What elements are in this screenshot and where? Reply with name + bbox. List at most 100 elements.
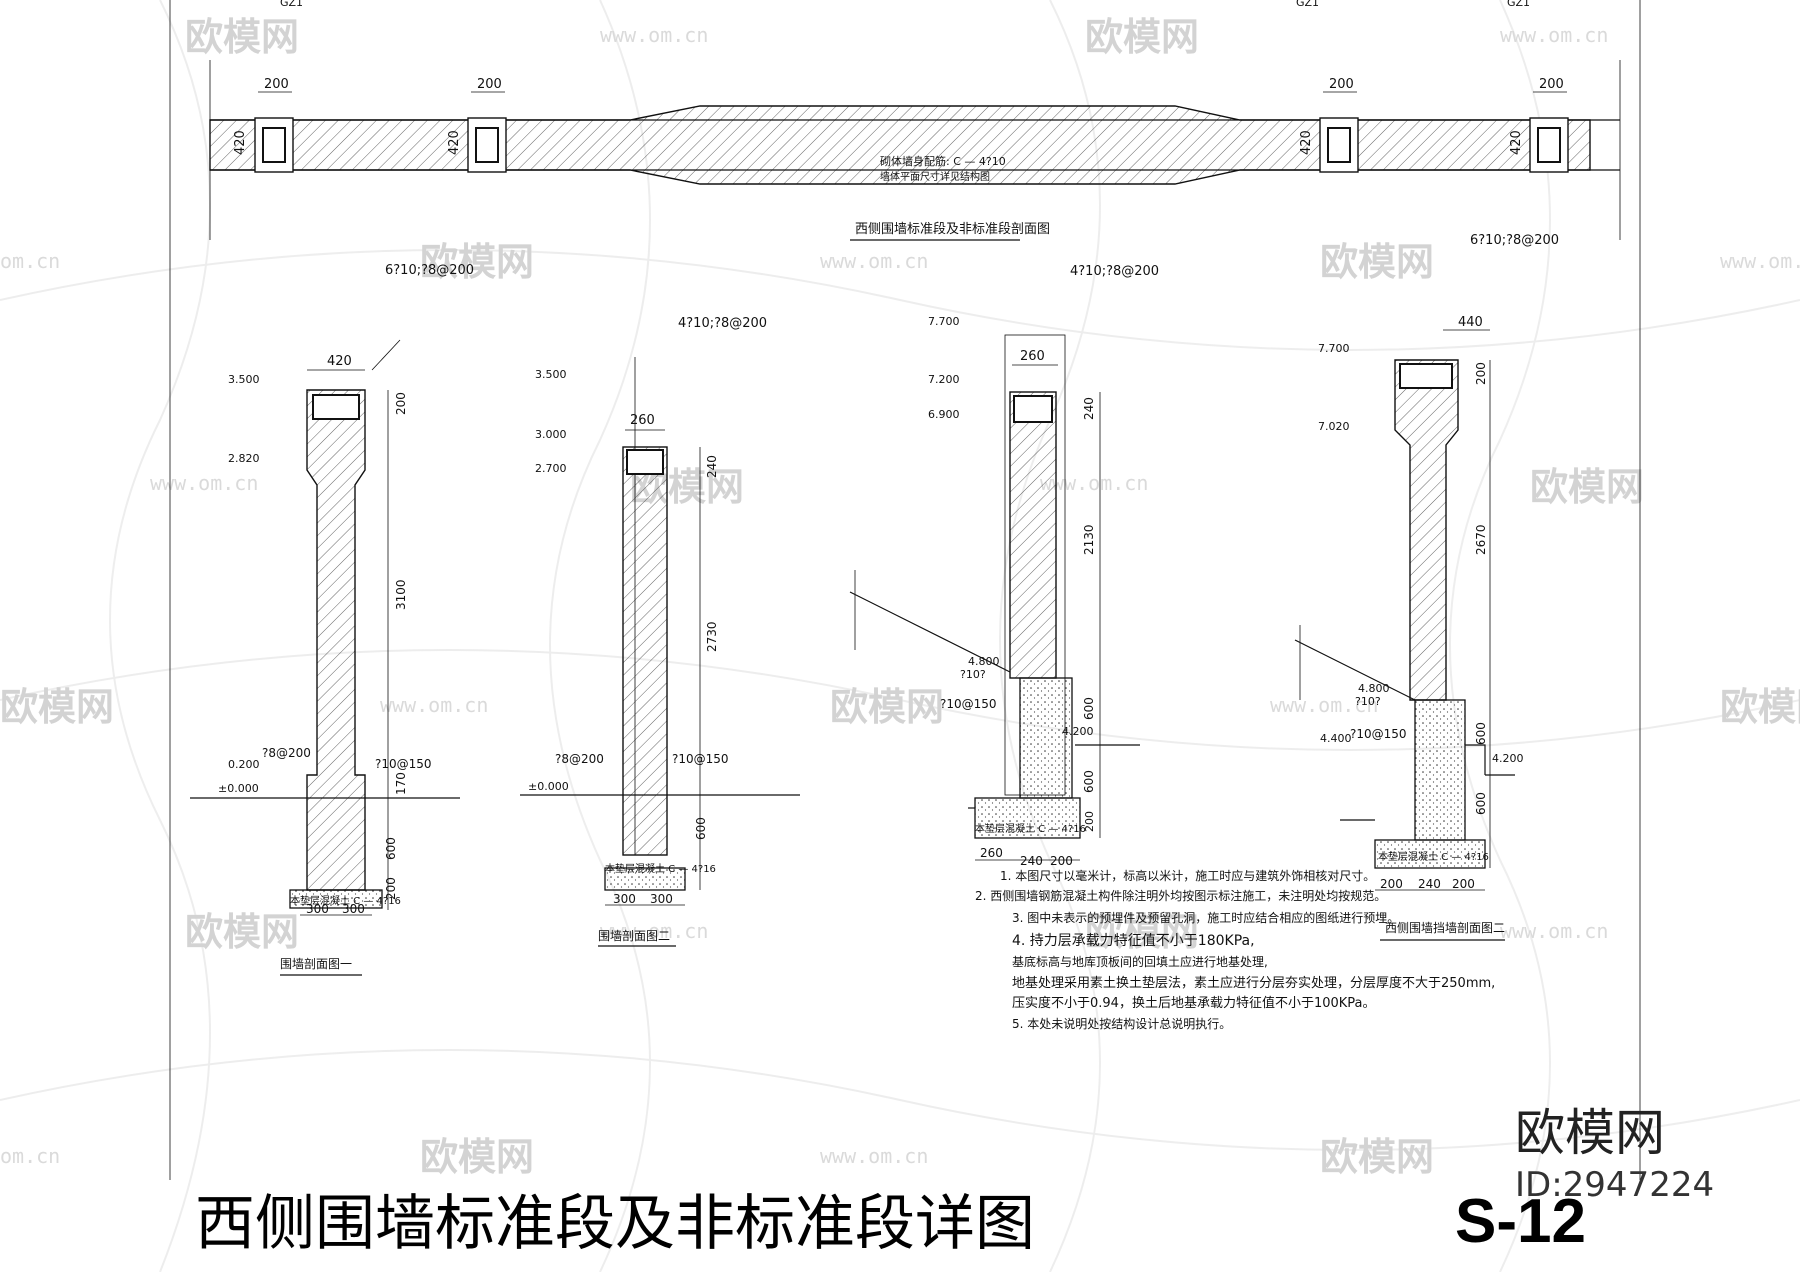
footing [1374, 839, 1486, 869]
note-line: 1. 本图尺寸以毫米计，标高以米计，施工时应与建筑外饰相核对尺寸。 [1000, 868, 1375, 883]
watermark-url: om.cn [0, 249, 60, 273]
watermark-url: www.om.cn [600, 23, 708, 47]
watermark-text: 欧模网 [1320, 240, 1434, 284]
rebar-label: ?10@150 [672, 752, 729, 766]
dim-label: 420 [327, 354, 352, 369]
rebar-label: 4?10;?8@200 [1070, 264, 1159, 279]
note-line: 5. 本处未说明处按结构设计总说明执行。 [1012, 1016, 1231, 1031]
watermark-text: 欧模网 [185, 910, 299, 954]
elevation-label: 2.820 [228, 452, 260, 465]
notes-block: 1. 本图尺寸以毫米计，标高以米计，施工时应与建筑外饰相核对尺寸。 2. 西侧围… [975, 868, 1495, 1031]
dim-label: 260 [1020, 349, 1045, 364]
section-caption: 围墙剖面图一 [280, 957, 352, 971]
footing-label: 本垫层混凝土 C — 4?16 [975, 822, 1086, 835]
dim-label: 200 [1539, 77, 1564, 92]
rebar-label: 6?10;?8@200 [1470, 233, 1559, 248]
watermark-text: 欧模网 [830, 685, 944, 729]
watermark-text: 欧模网 [1085, 910, 1199, 954]
elevation-label: 4.800 [968, 655, 1000, 668]
rebar-label: ?10? [960, 668, 986, 681]
elevation-label: 3.500 [535, 368, 567, 381]
watermark-text: 欧模网 [185, 15, 299, 59]
plan-note: 砌体墙身配筋: C — 4?10 [880, 154, 1006, 168]
dim-label: 240 [1418, 877, 1441, 891]
dim-label: 200 [394, 392, 408, 415]
section-caption: 围墙剖面图二 [598, 929, 670, 943]
dim-label: 200 [477, 77, 502, 92]
sheet-number: S-12 [1455, 1187, 1586, 1256]
elevation-label: ±0.000 [528, 780, 569, 793]
watermark-text: 欧模网 [1320, 1135, 1434, 1179]
section-1: 6?10;?8@200 420 3.500 2.820 0.200 ±0.000… [190, 263, 474, 976]
elevation-label: 4.200 [1062, 725, 1094, 738]
watermark-text: 欧模网 [420, 240, 534, 284]
bond-beam [626, 449, 664, 475]
footing [604, 867, 686, 891]
footing-label: 本垫层混凝土 C — 4?16 [290, 894, 401, 907]
footing-label: 本垫层混凝土 C — 4?16 [605, 862, 716, 875]
grid-label: GZ1 [1507, 0, 1530, 9]
elevation-label: 3.000 [535, 428, 567, 441]
dim-label: 420 [1509, 130, 1524, 155]
rebar-label: ?8@200 [262, 746, 311, 760]
wall-section [306, 389, 366, 891]
backfill-line [849, 591, 1011, 673]
note-line: 地基处理采用素土换土垫层法，素土应进行分层夯实处理，分层厚度不大于250mm, [1012, 975, 1495, 991]
footing [289, 889, 383, 909]
section-caption: 西侧围墙挡墙剖面图二 [1385, 921, 1505, 935]
elevation-label: 4.800 [1358, 682, 1390, 695]
elevation-label: 7.020 [1318, 420, 1350, 433]
dim-label: 2670 [1474, 524, 1488, 555]
watermark-url: www.om.cn [1500, 23, 1608, 47]
dim-label: 420 [1299, 130, 1314, 155]
bond-beam [312, 394, 360, 420]
watermark-text: 欧模网 [1720, 685, 1800, 729]
watermark-url: www.om.cn [820, 249, 928, 273]
bond-beam [1399, 363, 1453, 389]
dim-label: 170 [394, 772, 408, 795]
footing-label: 本垫层混凝土 C — 4?16 [1378, 850, 1489, 863]
plan-column [1319, 117, 1359, 173]
elevation-label: 3.500 [228, 373, 260, 386]
section-4: 440 7.700 7.020 4.800 4.400 4.200 200 26… [1294, 315, 1524, 941]
dim-label: 200 [1083, 811, 1096, 832]
dim-label: 200 [264, 77, 289, 92]
watermark-url: www.om.cn [820, 1144, 928, 1168]
footing [974, 797, 1081, 839]
note-line: 3. 图中未表示的预埋件及预留孔洞，施工时应结合相应的图纸进行预埋。 [1012, 910, 1399, 925]
plan-caption: 西侧围墙标准段及非标准段剖面图 [855, 222, 1050, 237]
dim-label: 200 [1050, 854, 1073, 868]
brand-name: 欧模网 [1515, 1104, 1665, 1162]
rebar-label: ?10? [1355, 695, 1381, 708]
dim-label: 300 [613, 892, 636, 906]
retaining-stem [1414, 699, 1466, 841]
rebar-label: ?10@150 [940, 697, 997, 711]
elevation-label: 2.700 [535, 462, 567, 475]
watermark-url: www.om.cn [1040, 471, 1148, 495]
dim-label: 600 [384, 837, 398, 860]
elevation-label: 4.400 [1320, 732, 1352, 745]
grid-label: GZ1 [280, 0, 303, 9]
dim-label: 200 [1474, 362, 1488, 385]
watermark-text: 欧模网 [0, 685, 114, 729]
dim-label: 420 [233, 130, 248, 155]
dim-label: 200 [1452, 877, 1475, 891]
dim-label: 600 [1082, 697, 1096, 720]
elevation-label: 0.200 [228, 758, 260, 771]
dim-label: 300 [306, 902, 329, 916]
watermark-url: www.om.cn [1720, 249, 1800, 273]
dim-label: 3100 [394, 579, 408, 610]
dim-label: 600 [1474, 792, 1488, 815]
watermark-url: www.om.cn [600, 919, 708, 943]
section-2: 4?10;?8@200 260 3.500 3.000 2.700 ±0.000… [520, 316, 800, 947]
plan-note: 墙体平面尺寸详见结构图 [880, 170, 990, 183]
elevation-label: 7.700 [1318, 342, 1350, 355]
elevation-label: 4.200 [1492, 752, 1524, 765]
wall-section [622, 446, 668, 856]
dim-label: 2130 [1082, 524, 1096, 555]
dim-label: 420 [447, 130, 462, 155]
dim-label: 260 [630, 413, 655, 428]
elevation-label: ±0.000 [218, 782, 259, 795]
